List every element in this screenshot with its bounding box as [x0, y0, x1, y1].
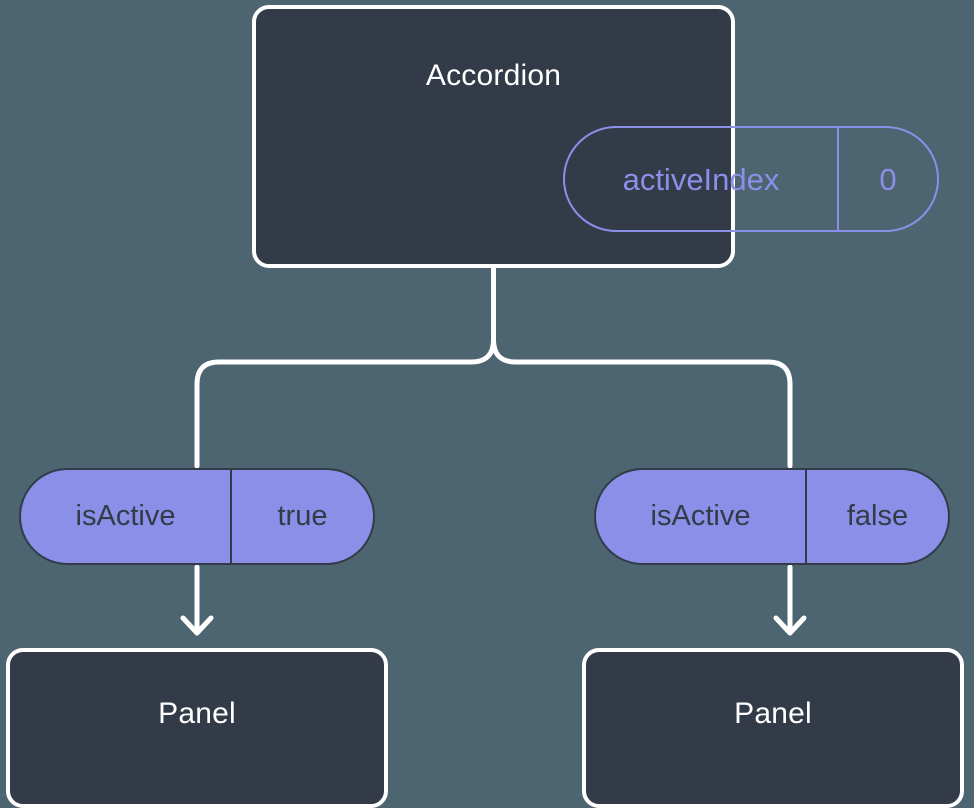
- component-node-panel-left[interactable]: Panel: [6, 648, 388, 808]
- arrowhead-right-icon: [773, 615, 807, 636]
- state-badge-key: activeIndex: [565, 128, 839, 230]
- diagram-canvas: Accordion activeIndex 0 isActive true is…: [6, 5, 964, 808]
- component-node-accordion[interactable]: Accordion activeIndex 0: [252, 5, 939, 268]
- connector-branch-left: [194, 337, 496, 469]
- prop-badge-is-active-right[interactable]: isActive false: [594, 468, 950, 565]
- accordion-title: Accordion: [425, 59, 562, 92]
- panel-right-title: Panel: [734, 697, 812, 730]
- panel-left-title: Panel: [158, 697, 236, 730]
- arrowhead-left-icon: [180, 615, 214, 636]
- prop-badge-value-right: false: [846, 500, 909, 532]
- prop-badge-is-active-left[interactable]: isActive true: [19, 468, 375, 565]
- prop-badge-value-left: true: [277, 500, 328, 532]
- component-node-panel-right[interactable]: Panel: [582, 648, 964, 808]
- prop-badge-key-right: isActive: [596, 470, 807, 563]
- connector-branch-right: [491, 337, 793, 469]
- prop-badge-key-left: isActive: [21, 470, 232, 563]
- state-badge-value: 0: [879, 161, 897, 197]
- state-badge-active-index[interactable]: activeIndex 0: [563, 126, 939, 232]
